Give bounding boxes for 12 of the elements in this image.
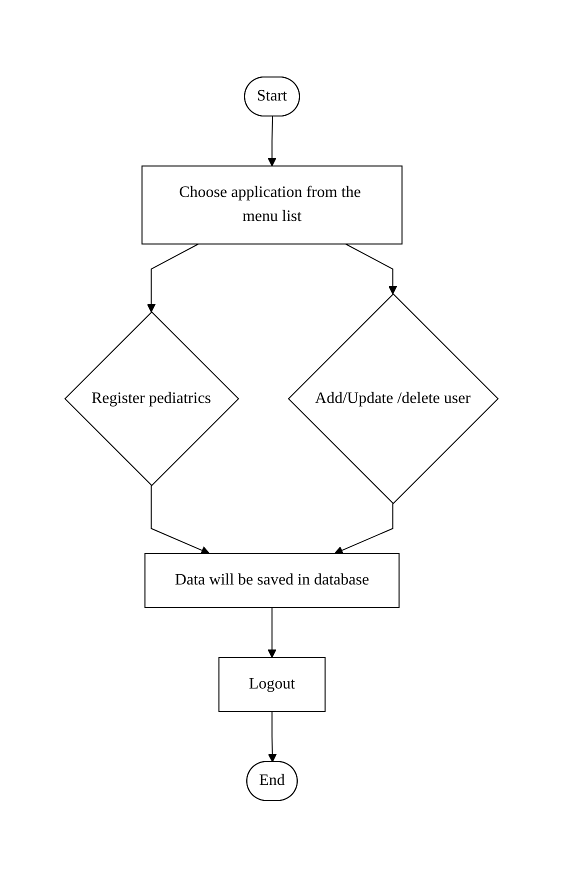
arrow [150,484,210,554]
node-box: Data will be saved in database [144,552,400,608]
node-box: Logout [218,656,326,712]
node-box: Choose application from the menu list [142,165,402,244]
arrow [345,243,398,294]
node-diamond: Add/Update /delete user [288,293,499,504]
arrow [146,243,199,312]
node-diamond: Register pediatrics [64,311,240,486]
arrow [268,710,277,762]
arrow [334,502,394,554]
arrow [268,606,276,658]
arrow [268,116,276,166]
